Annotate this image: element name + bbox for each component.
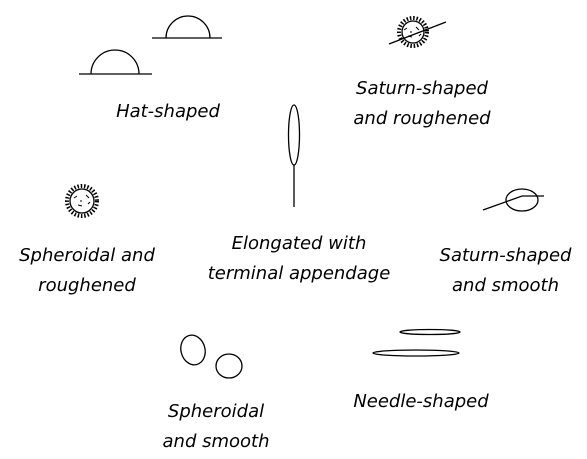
spheroidal-smooth-figure <box>178 332 242 378</box>
elongated-appendage-figure <box>289 105 300 207</box>
hat-shaped-label: Hat-shaped <box>88 97 248 127</box>
spheroidal-roughened-label: Spheroidal and roughened <box>2 241 172 301</box>
needle-shaped-figure <box>373 330 460 357</box>
elongated-appendage-label: Elongated with terminal appendage <box>199 229 399 289</box>
saturn-roughened-figure <box>389 18 446 46</box>
spheroidal-roughened-figure <box>67 186 97 216</box>
hat-shaped-figure <box>79 16 222 74</box>
saturn-smooth-figure <box>483 189 544 211</box>
needle-shaped-label: Needle-shaped <box>336 387 506 417</box>
spheroidal-smooth-label: Spheroidal and smooth <box>146 397 286 457</box>
saturn-roughened-label: Saturn-shaped and roughened <box>332 74 512 134</box>
saturn-smooth-label: Saturn-shaped and smooth <box>424 241 587 301</box>
